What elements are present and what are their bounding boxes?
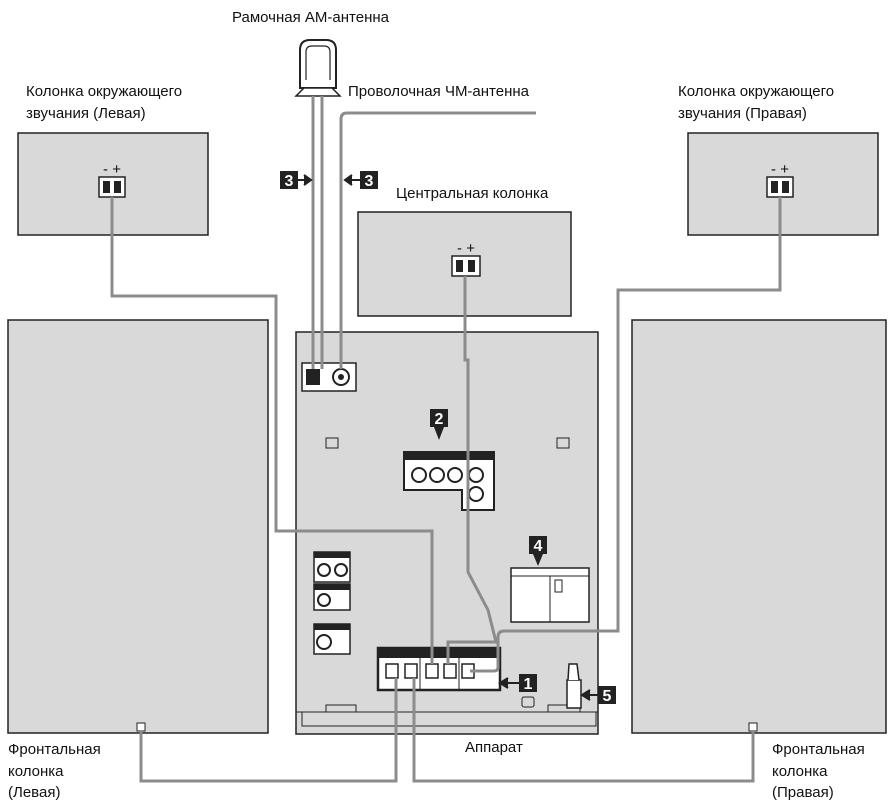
fm-antenna-label: Проволочная ЧМ-антенна <box>348 83 530 100</box>
front-right-label-3: (Правая) <box>772 784 834 801</box>
marker-3-right: 3 <box>343 171 378 190</box>
front-right-cable <box>412 678 755 783</box>
surround-left-cable <box>110 197 434 664</box>
mount-slot <box>556 437 570 449</box>
antenna-jacks <box>301 362 357 392</box>
center-speaker-label: Центральная колонка <box>396 185 549 202</box>
front-left-label-2: колонка <box>8 763 64 780</box>
av-input-jacks <box>403 451 495 511</box>
front-left-label-3: (Левая) <box>8 784 60 801</box>
voltage-selector <box>510 567 590 623</box>
svg-text:4: 4 <box>534 538 543 555</box>
marker-1: 1 <box>498 674 537 693</box>
marker-2: 2 <box>430 409 448 440</box>
am-antenna-label: Рамочная АМ-антенна <box>232 9 390 26</box>
marker-5: 5 <box>580 686 616 705</box>
surround-right-cable <box>470 197 782 673</box>
front-left-terminal <box>136 722 146 732</box>
power-cord <box>566 663 582 709</box>
polarity-mark: - + <box>457 240 475 257</box>
svg-text:1: 1 <box>524 676 533 693</box>
surround-left-label-2: звучания (Левая) <box>26 105 146 122</box>
audio-jacks <box>313 551 351 611</box>
svg-text:2: 2 <box>435 411 444 428</box>
svg-text:3: 3 <box>365 173 374 190</box>
polarity-mark: - + <box>771 161 789 178</box>
polarity-mark: - + <box>103 161 121 178</box>
main-unit-rear-panel <box>295 331 599 735</box>
svg-text:5: 5 <box>603 688 612 705</box>
mount-slot <box>325 437 339 449</box>
mount-slot <box>521 696 535 708</box>
front-left-cable <box>139 678 398 783</box>
center-terminal: - + <box>451 240 481 277</box>
front-speaker-right <box>631 319 887 734</box>
unit-label: Аппарат <box>465 739 523 756</box>
surround-left-terminal: - + <box>98 161 126 198</box>
svg-text:3: 3 <box>285 173 294 190</box>
surround-right-terminal: - + <box>766 161 794 198</box>
front-right-terminal <box>748 722 758 732</box>
speaker-terminal-block <box>376 646 502 692</box>
front-speaker-left <box>7 319 269 734</box>
surround-right-label-2: звучания (Правая) <box>678 105 807 122</box>
marker-3-left: 3 <box>280 171 313 190</box>
front-right-label-2: колонка <box>772 763 828 780</box>
surround-right-label-1: Колонка окружающего <box>678 83 834 100</box>
center-cable <box>446 276 498 664</box>
fm-antenna-wire <box>339 111 536 369</box>
front-left-label-1: Фронтальная <box>8 741 101 758</box>
video-jack <box>313 623 351 655</box>
am-loop-antenna <box>294 39 342 97</box>
cables <box>110 96 782 783</box>
marker-4: 4 <box>529 536 547 566</box>
surround-speaker-right: - + <box>687 132 879 236</box>
surround-left-label-1: Колонка окружающего <box>26 83 182 100</box>
front-right-label-1: Фронтальная <box>772 741 865 758</box>
